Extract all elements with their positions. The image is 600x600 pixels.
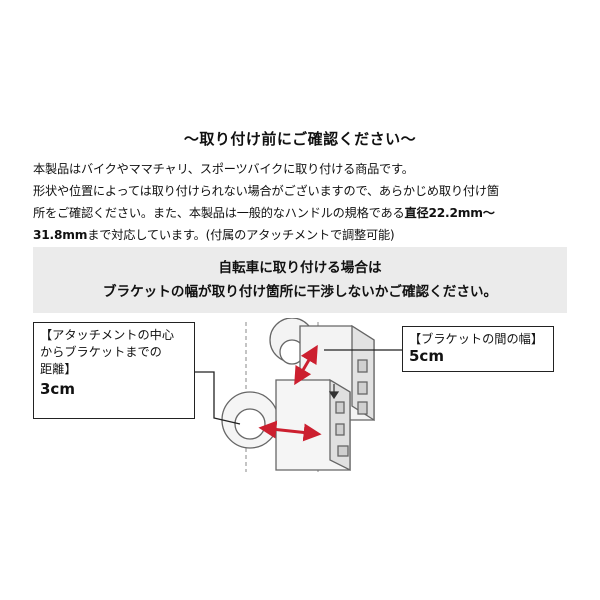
intro-line-2: 形状や位置によっては取り付けられない場合がございますので、あらかじめ取り付け箇 bbox=[33, 184, 499, 198]
callout-left-line-3: 距離】 bbox=[40, 362, 77, 376]
callout-left-line-1: 【アタッチメントの中心 bbox=[40, 328, 175, 342]
width-arrow-5cm bbox=[294, 344, 318, 386]
intro-line-3-text: 所をご確認ください。また、本製品は一般的なハンドルの規格である bbox=[33, 206, 405, 220]
bracket-diagram bbox=[195, 318, 402, 472]
notice-band: 自転車に取り付ける場合は ブラケットの幅が取り付け箇所に干渉しないかご確認くださ… bbox=[33, 247, 567, 313]
intro-line-4-text: まで対応しています。(付属のアタッチメントで調整可能) bbox=[87, 228, 395, 242]
leader-lines bbox=[195, 349, 402, 425]
callout-right-value: 5cm bbox=[409, 347, 444, 365]
notice-line-2: ブラケットの幅が取り付け箇所に干渉しないかご確認ください。 bbox=[102, 284, 498, 300]
intro-line-1: 本製品はバイクやママチャリ、スポーツバイクに取り付ける商品です。 bbox=[33, 162, 414, 176]
intro-text: 本製品はバイクやママチャリ、スポーツバイクに取り付ける商品です。 形状や位置によ… bbox=[33, 158, 578, 246]
intro-line-4: 31.8mmまで対応しています。(付属のアタッチメントで調整可能) bbox=[33, 224, 578, 246]
callout-left-value: 3cm bbox=[40, 380, 75, 398]
notice-line-1: 自転車に取り付ける場合は bbox=[218, 260, 382, 276]
intro-line-3: 所をご確認ください。また、本製品は一般的なハンドルの規格である直径22.2mm～ bbox=[33, 202, 578, 224]
callout-left-line-2: からブラケットまでの bbox=[40, 345, 162, 359]
down-arrow-icon bbox=[328, 384, 340, 400]
callout-attachment-distance: 【アタッチメントの中心 からブラケットまでの 距離】 3cm bbox=[33, 322, 195, 419]
page-heading: ～取り付け前にご確認ください～ bbox=[183, 130, 417, 148]
diameter-min: 直径22.2mm～ bbox=[404, 206, 495, 220]
distance-arrow-3cm bbox=[258, 420, 322, 442]
diameter-max: 31.8mm bbox=[33, 228, 88, 242]
callout-right-line-1: 【ブラケットの間の幅】 bbox=[409, 332, 544, 346]
callout-bracket-width: 【ブラケットの間の幅】 5cm bbox=[402, 326, 554, 372]
